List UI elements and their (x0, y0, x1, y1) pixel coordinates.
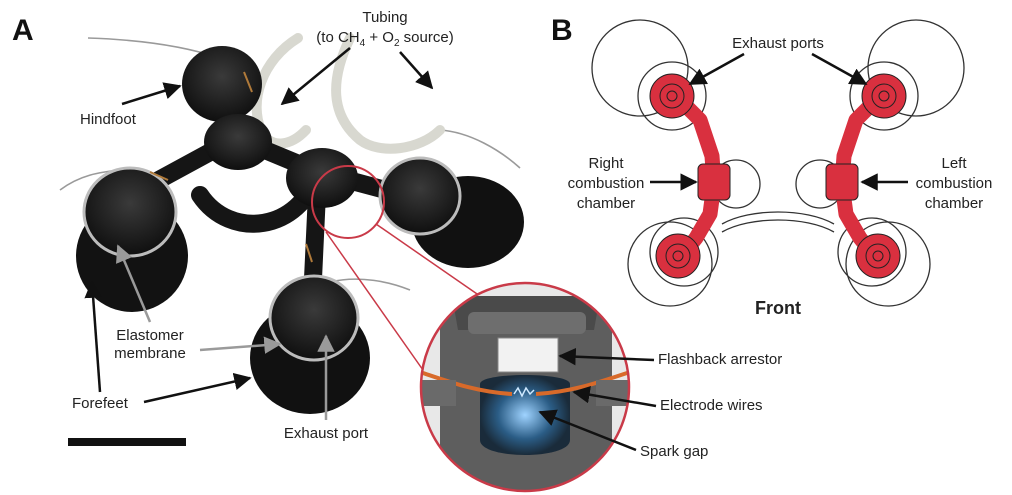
arrow-elastomer-right (199, 336, 282, 354)
panel-label-b: B (551, 14, 573, 47)
label-spark-gap: Spark gap (640, 443, 708, 460)
label-left-2: combustion (916, 175, 993, 192)
label-right-1: Right (588, 155, 624, 172)
arrow-exhaust-right (811, 52, 868, 86)
hub-photo (204, 114, 272, 170)
label-tubing-source: (to CH4 + O2 source) (316, 29, 453, 49)
label-exhaust-port: Exhaust port (284, 425, 369, 442)
arrow-exhaust-left (688, 52, 745, 86)
arrow-forefeet-up (84, 280, 102, 393)
label-right-2: combustion (568, 175, 645, 192)
bottom-foot-photo (250, 274, 370, 414)
zoom-ring (311, 165, 385, 239)
label-right-3: chamber (577, 195, 635, 212)
copper-leads (149, 71, 313, 263)
spark (513, 386, 535, 398)
robot-links (146, 83, 417, 309)
right-forefoot-photo (378, 156, 524, 268)
label-hindfoot: Hindfoot (80, 111, 137, 128)
panel-b: B (551, 14, 992, 318)
arrow-electrode (572, 386, 657, 408)
arrow-hindfoot (121, 82, 182, 106)
arrow-elastomer-left (116, 244, 152, 323)
arrow-forefeet-right (143, 372, 252, 404)
scale-bar (68, 438, 186, 446)
zoom-line-top (375, 223, 481, 297)
right-combustion-chamber-shape (697, 163, 731, 201)
label-left-3: chamber (925, 195, 983, 212)
hindfoot-photo (182, 46, 262, 122)
zoom-line-bottom (325, 231, 431, 381)
tubing-photo (251, 33, 445, 154)
label-elastomer-1: Elastomer (116, 327, 184, 344)
arrow-tubing-2 (399, 51, 434, 90)
label-left-1: Left (941, 155, 967, 172)
panel-label-a: A (12, 14, 34, 47)
label-exhaust-ports: Exhaust ports (732, 35, 824, 52)
electrode-wire-right (535, 370, 629, 396)
exhaust-port-pods (649, 73, 907, 279)
panel-a: A (12, 9, 524, 446)
arrow-tubing-1 (280, 47, 351, 106)
label-front: Front (755, 298, 801, 318)
arrow-spark-gap (538, 409, 637, 452)
inset-zoom: Flashback arrestor Electrode wires Spark… (419, 281, 782, 493)
flashback-arrestor (497, 337, 559, 373)
arrow-flashback (558, 347, 655, 366)
foot-outlines (591, 19, 965, 307)
label-forefeet: Forefeet (72, 395, 129, 412)
label-elastomer-2: membrane (114, 345, 186, 362)
label-electrode: Electrode wires (660, 397, 763, 414)
label-tubing: Tubing (362, 9, 407, 26)
combustion-cavity (480, 375, 570, 455)
electrode-wire-left (421, 370, 513, 396)
label-flashback: Flashback arrestor (658, 351, 782, 368)
left-combustion-chamber-shape (825, 163, 859, 201)
front-link (721, 211, 835, 225)
